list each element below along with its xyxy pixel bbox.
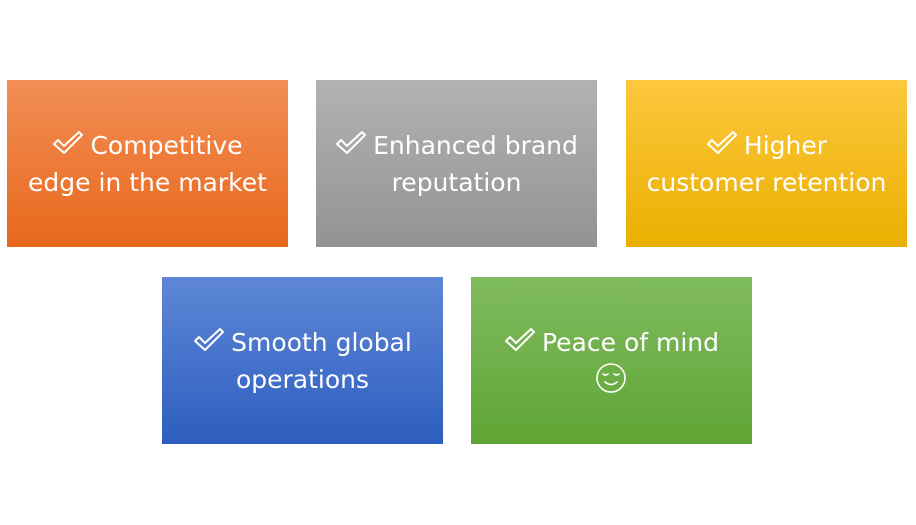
benefit-text-line2: operations <box>235 364 370 394</box>
benefit-text-line1: Peace of mind <box>541 327 719 357</box>
checkmark-icon <box>194 327 225 351</box>
checkmark-icon <box>336 130 367 154</box>
benefit-box-global-operations: Smooth global operations <box>162 277 443 444</box>
checkmark-icon <box>706 130 737 154</box>
benefit-text-line1: Enhanced brand <box>373 130 578 160</box>
checkmark-icon <box>53 130 84 154</box>
benefit-box-customer-retention: Higher customer retention <box>626 80 907 247</box>
benefit-text-line1: Higher <box>743 130 828 160</box>
benefit-box-brand-reputation: Enhanced brand reputation <box>316 80 597 247</box>
benefit-text-line2: edge in the market <box>28 167 267 197</box>
benefit-text-line1: Smooth global <box>231 327 412 357</box>
benefit-text-line2: reputation <box>391 167 522 197</box>
benefit-box-competitive-edge: Competitive edge in the market <box>7 80 288 247</box>
relieved-face-icon <box>596 362 627 393</box>
checkmark-icon <box>504 327 535 351</box>
benefit-text-line2: customer retention <box>646 167 887 197</box>
benefit-text-line1: Competitive <box>90 130 243 160</box>
benefit-box-peace-of-mind: Peace of mind <box>471 277 752 444</box>
